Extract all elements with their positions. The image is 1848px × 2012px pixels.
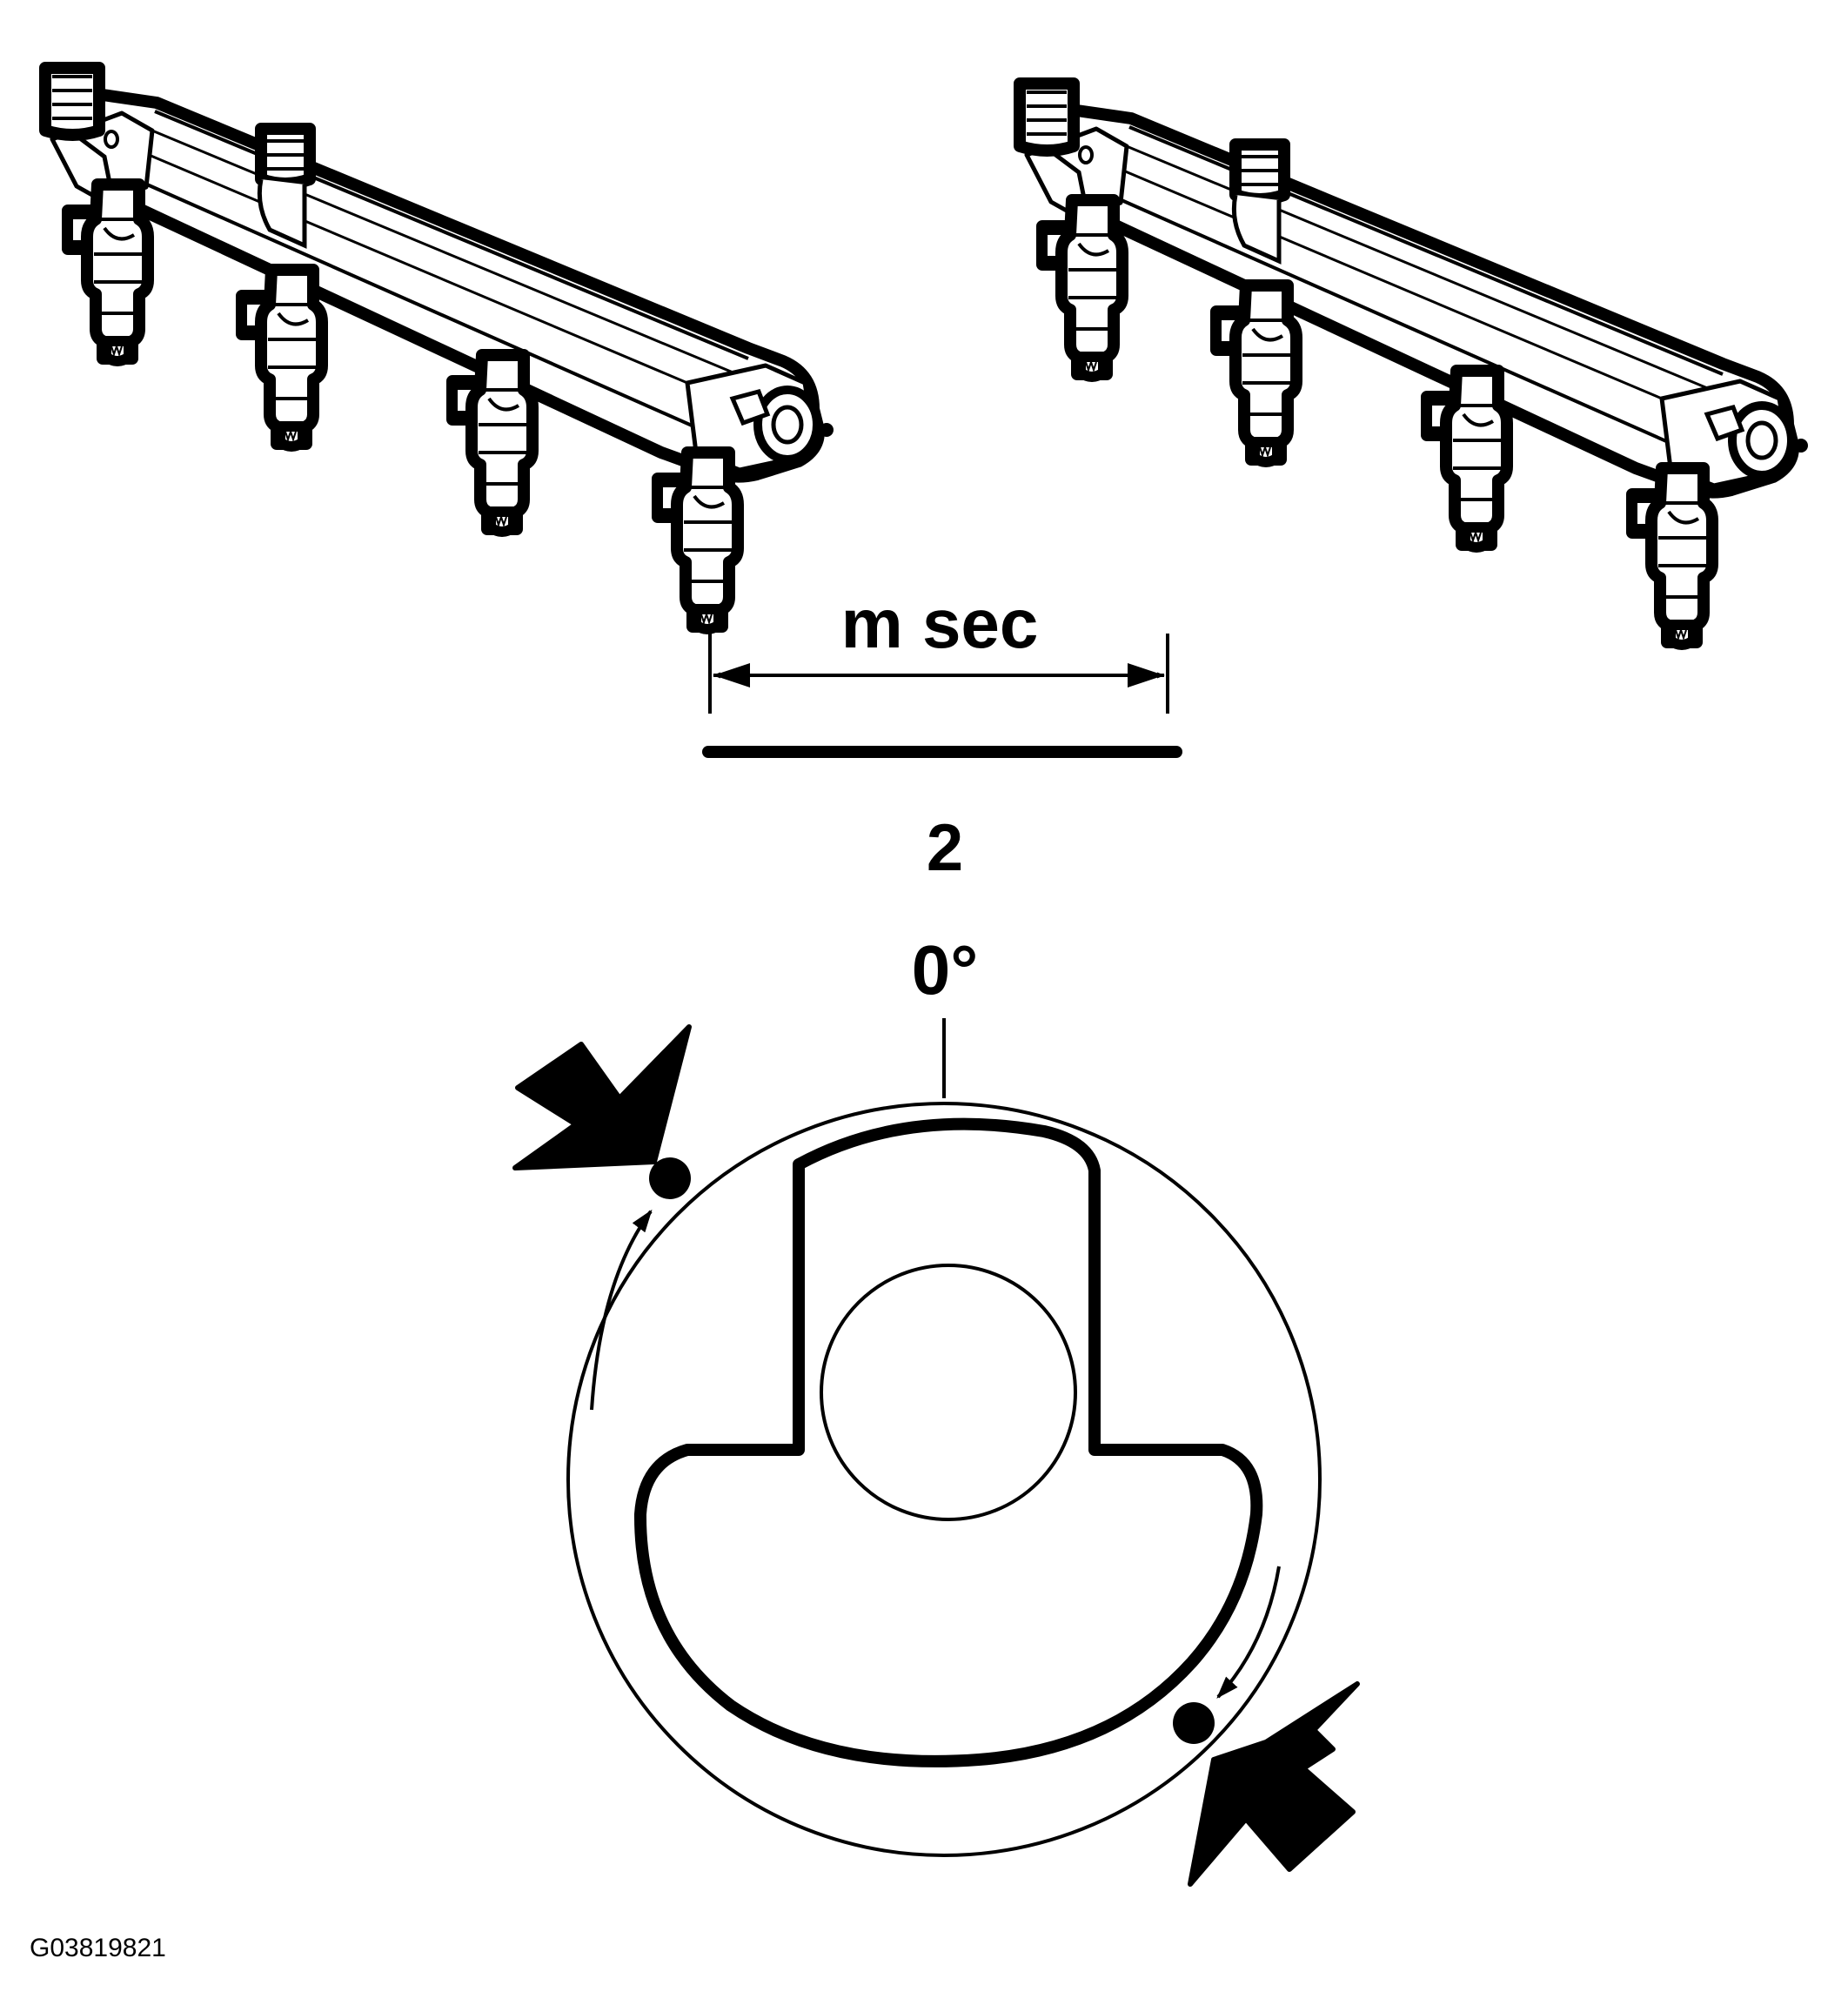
- upper-sensor-point: [590, 1157, 691, 1411]
- angle-label: 0°: [912, 931, 978, 1009]
- fuel-rail-right-icon: [1020, 84, 1808, 645]
- pointer-arrow-upper-icon: [512, 1024, 692, 1170]
- figure-reference: G03819821: [30, 1934, 166, 1962]
- trigger-wheel-icon: [566, 1018, 1322, 1857]
- pointer-arrow-lower-icon: [1188, 1681, 1360, 1887]
- callout-number: 2: [927, 811, 963, 885]
- fuel-rail-left-icon: [45, 68, 834, 629]
- lower-sensor-point: [1173, 1566, 1281, 1744]
- duration-label: m sec: [841, 585, 1039, 662]
- duration-dimension: [708, 634, 1169, 714]
